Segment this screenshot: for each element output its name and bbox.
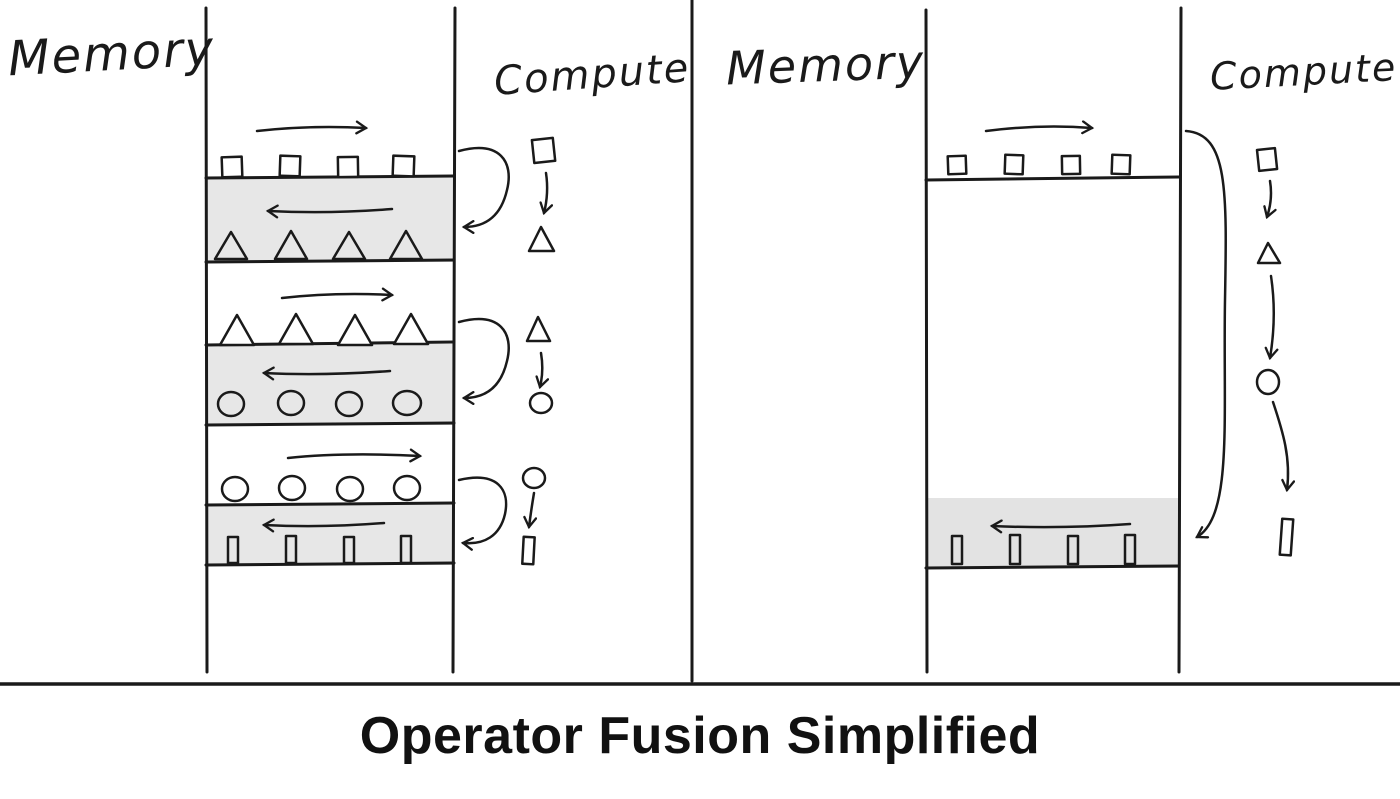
triangle-row (218, 312, 430, 347)
triangle-icon (218, 313, 256, 347)
down-arrow-icon (1263, 179, 1277, 220)
rectangle-icon (521, 535, 536, 566)
square-row (220, 154, 416, 179)
structure-lines (0, 0, 1400, 686)
circle-icon (276, 389, 306, 417)
triangle-icon (392, 312, 430, 346)
right-memory-label: Memory (725, 34, 926, 96)
diagram-title: Operator Fusion Simplified (359, 707, 1041, 765)
square-icon (1255, 146, 1279, 173)
square-icon (530, 136, 557, 165)
circle-icon (335, 475, 365, 503)
circle-row (220, 474, 422, 503)
triangle-icon (277, 312, 315, 346)
read-left-arrow (989, 519, 1132, 534)
rectangle-icon (226, 535, 240, 565)
write-right-arrow (984, 120, 1095, 135)
down-arrow-icon (539, 171, 554, 216)
square-icon (336, 155, 360, 179)
left-band-2 (206, 344, 454, 425)
left-band-1 (206, 177, 454, 262)
rectangle-icon (1008, 533, 1022, 566)
triangle-icon (273, 229, 309, 261)
memory-band-fills (206, 177, 1180, 568)
rectangle-icon (950, 534, 964, 566)
read-left-arrow (261, 366, 392, 381)
rectangle-icon (1123, 533, 1137, 566)
square-icon (220, 155, 244, 179)
square-row (946, 153, 1132, 176)
circle-row (216, 389, 423, 418)
left-band-3 (206, 504, 454, 565)
circle-icon (528, 391, 554, 415)
circle-icon (220, 475, 250, 503)
left-op3 (204, 448, 456, 567)
write-right-arrow (286, 448, 423, 463)
right-band-1 (927, 498, 1180, 568)
write-right-arrow (280, 287, 395, 302)
triangle-icon (213, 230, 249, 261)
square-icon (1003, 153, 1025, 176)
circle-icon (334, 390, 364, 418)
left-compute (457, 136, 557, 566)
rectangle-row (950, 533, 1137, 566)
down-arrow-icon (1271, 400, 1296, 493)
circle-icon (521, 466, 547, 490)
down-arrow-icon (523, 491, 538, 530)
circle-icon (277, 474, 307, 502)
top-row-line (924, 175, 1181, 182)
circle-icon (1255, 368, 1281, 396)
left-op1 (204, 120, 456, 264)
rectangle-icon (1066, 534, 1080, 566)
circle-icon (391, 389, 423, 417)
left-memory-label: Memory (6, 20, 217, 88)
circle-icon (392, 474, 422, 502)
left-memory-left-wall (204, 6, 209, 674)
write-right-arrow (255, 120, 369, 135)
right-memory-right-wall (1177, 6, 1183, 674)
compute-loop-arrow-3 (457, 476, 508, 551)
read-left-arrow (265, 204, 394, 219)
triangle-icon (1256, 241, 1282, 265)
rectangle-icon (1278, 517, 1295, 557)
band2-bottom-line (204, 421, 456, 427)
triangle-icon (336, 313, 374, 347)
triangle-icon (331, 230, 367, 261)
fused-compute-bracket-arrow (1184, 129, 1227, 539)
circle-icon (216, 390, 246, 418)
right-op (924, 120, 1181, 570)
band-bottom-line (924, 564, 1181, 570)
read-left-arrow (261, 518, 386, 533)
square-icon (391, 154, 416, 178)
square-icon (1110, 153, 1132, 176)
square-icon (1060, 154, 1082, 176)
right-compute (1184, 129, 1296, 557)
left-memory-right-wall (451, 6, 457, 674)
square-icon (278, 154, 302, 178)
compute-loop-arrow-1 (457, 146, 510, 234)
band3-bottom-line (204, 561, 456, 567)
right-memory-left-wall (924, 8, 929, 674)
band1-bottom-line (204, 258, 456, 264)
compute-loop-arrow-2 (457, 317, 510, 405)
down-arrow-icon (535, 351, 550, 390)
band3-top-line (204, 501, 456, 507)
down-arrow-icon (1264, 274, 1279, 361)
left-op2 (204, 287, 456, 427)
square-icon (946, 154, 968, 176)
triangle-icon (525, 315, 552, 343)
triangle-icon (527, 225, 556, 253)
